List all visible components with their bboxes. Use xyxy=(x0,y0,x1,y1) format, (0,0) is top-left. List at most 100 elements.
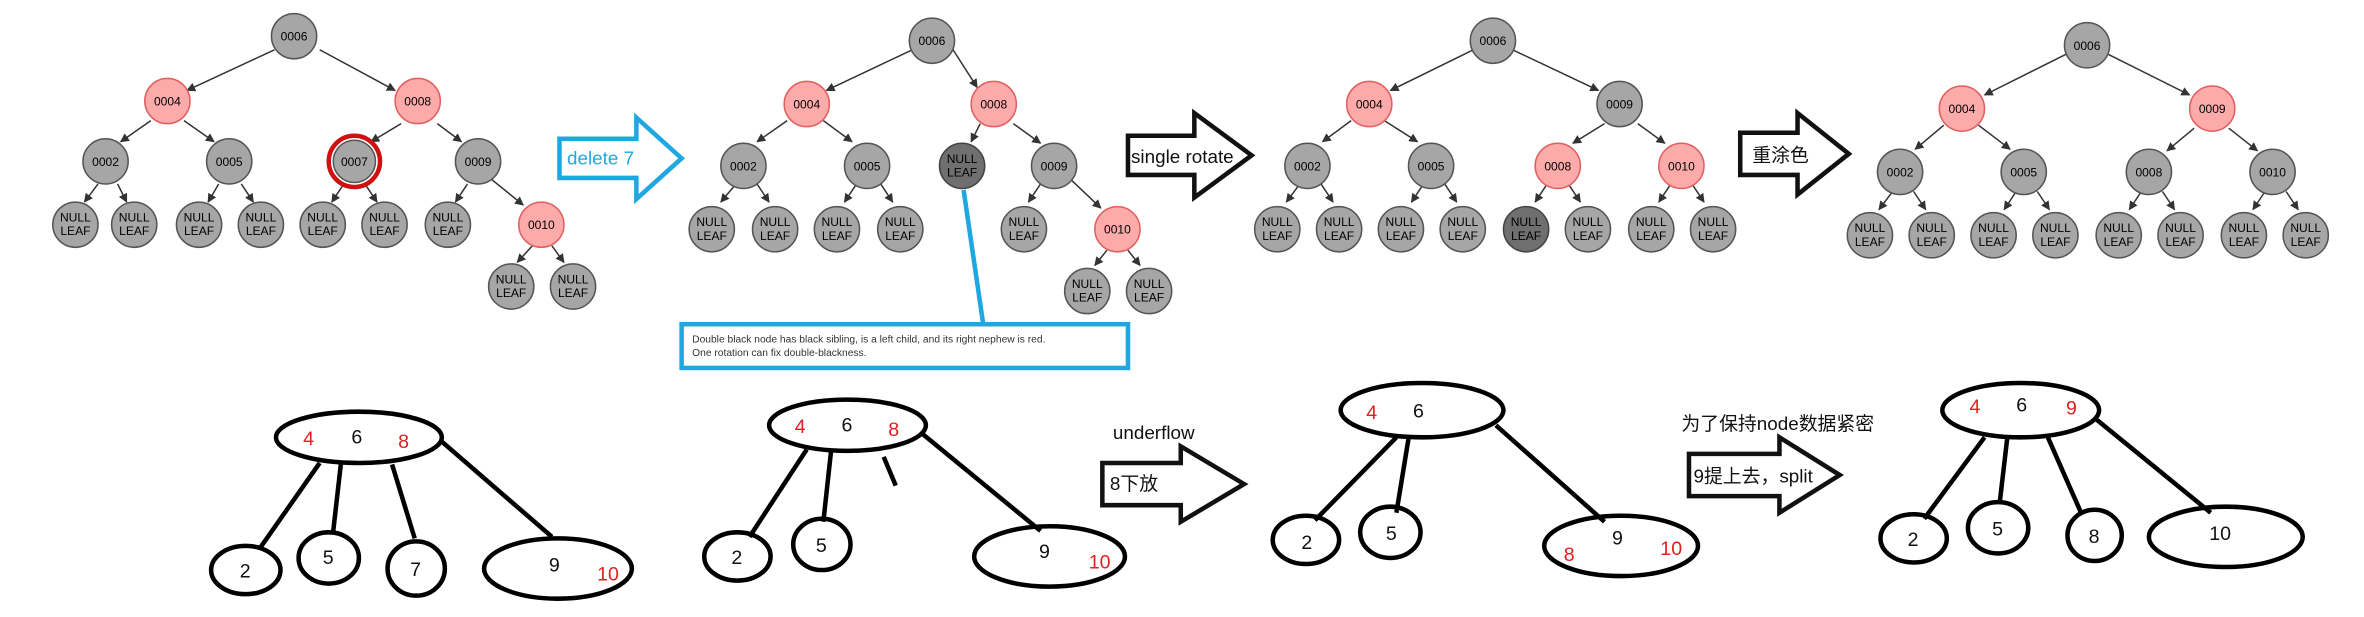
svg-text:0009: 0009 xyxy=(2199,102,2226,116)
svg-text:NULL: NULL xyxy=(2165,221,2196,235)
svg-text:6: 6 xyxy=(351,426,362,448)
node-0005: 0005 xyxy=(205,137,253,185)
node-0005: 0005 xyxy=(2000,148,2048,196)
svg-text:LEAF: LEAF xyxy=(119,224,149,238)
svg-text:NULL: NULL xyxy=(369,211,400,225)
svg-text:9: 9 xyxy=(1612,527,1623,549)
svg-text:8: 8 xyxy=(398,431,409,453)
node-0002: 0002 xyxy=(1284,142,1331,190)
svg-text:NULL: NULL xyxy=(822,215,853,229)
rb-tree-panel-4: 0006 0004 0009 0002 0005 0008 0010 NULLL… xyxy=(1846,21,2330,259)
svg-text:LEAF: LEAF xyxy=(822,229,852,243)
rb-tree-panel-3: 0006 0004 0009 0002 0005 0008 0010 NULLL… xyxy=(1253,17,1737,253)
svg-text:LEAF: LEAF xyxy=(1448,229,1478,243)
svg-text:8: 8 xyxy=(888,419,899,441)
btree-2 xyxy=(701,397,1128,589)
svg-text:NULL: NULL xyxy=(119,211,150,225)
svg-text:NULL: NULL xyxy=(1072,277,1103,291)
svg-text:0006: 0006 xyxy=(281,30,308,44)
double-black-null-leaf: NULL LEAF xyxy=(938,142,986,190)
svg-text:0009: 0009 xyxy=(465,155,492,169)
svg-text:8: 8 xyxy=(2089,526,2100,548)
svg-text:LEAF: LEAF xyxy=(760,229,790,243)
node-0009: 0009 xyxy=(1030,142,1078,190)
node-0007-highlighted: 0007 xyxy=(326,133,383,190)
btree-2-labels: 4 6 8 2 5 9 10 xyxy=(731,414,1110,573)
svg-text:NULL: NULL xyxy=(432,211,463,225)
svg-text:5: 5 xyxy=(323,547,334,569)
svg-text:LEAF: LEAF xyxy=(2040,235,2070,249)
btree-4-labels: 4 6 9 2 5 8 10 xyxy=(1908,395,2231,551)
svg-text:NULL: NULL xyxy=(1916,221,1947,235)
delete-7-arrow: delete 7 xyxy=(557,112,685,205)
merge-down-arrow: 8下放 xyxy=(1100,442,1249,526)
svg-text:0005: 0005 xyxy=(216,155,243,169)
svg-text:4: 4 xyxy=(795,416,806,438)
svg-text:重涂色: 重涂色 xyxy=(1752,144,1809,165)
single-rotate-arrow: single rotate xyxy=(1125,108,1256,203)
node-0004: 0004 xyxy=(783,80,831,128)
svg-text:10: 10 xyxy=(2209,523,2231,545)
svg-text:8下放: 8下放 xyxy=(1110,473,1158,494)
svg-text:0008: 0008 xyxy=(1544,159,1571,173)
svg-text:NULL: NULL xyxy=(558,273,589,287)
svg-text:0008: 0008 xyxy=(980,98,1007,112)
svg-text:NULL: NULL xyxy=(1262,215,1293,229)
svg-text:NULL: NULL xyxy=(1698,215,1729,229)
recolor-arrow: 重涂色 xyxy=(1737,108,1853,200)
svg-text:NULL: NULL xyxy=(696,215,727,229)
svg-text:NULL: NULL xyxy=(947,152,978,166)
svg-text:LEAF: LEAF xyxy=(496,286,526,300)
svg-text:2: 2 xyxy=(1908,529,1919,551)
node-0006: 0006 xyxy=(270,12,318,60)
btree-1-labels: 4 6 8 2 5 7 9 10 xyxy=(240,426,619,585)
svg-text:NULL: NULL xyxy=(885,215,916,229)
svg-text:LEAF: LEAF xyxy=(1386,229,1416,243)
svg-text:LEAF: LEAF xyxy=(1698,229,1728,243)
svg-text:NULL: NULL xyxy=(2228,221,2259,235)
svg-text:LEAF: LEAF xyxy=(558,286,588,300)
node-0006: 0006 xyxy=(2063,21,2111,69)
node-0010: 0010 xyxy=(1094,205,1141,253)
svg-text:NULL: NULL xyxy=(1978,221,2009,235)
svg-text:10: 10 xyxy=(1089,552,1111,574)
svg-text:LEAF: LEAF xyxy=(369,224,399,238)
svg-text:NULL: NULL xyxy=(1573,215,1604,229)
svg-text:0005: 0005 xyxy=(854,159,881,173)
svg-text:LEAF: LEAF xyxy=(1072,291,1102,305)
svg-text:LEAF: LEAF xyxy=(2165,235,2195,249)
svg-text:9: 9 xyxy=(549,555,560,577)
svg-text:9提上去，split: 9提上去，split xyxy=(1693,466,1813,487)
svg-text:LEAF: LEAF xyxy=(1573,229,1603,243)
svg-text:6: 6 xyxy=(841,414,852,436)
node-0004: 0004 xyxy=(1345,80,1393,128)
svg-text:4: 4 xyxy=(1969,396,1980,418)
svg-text:10: 10 xyxy=(597,564,619,586)
node-0006: 0006 xyxy=(1469,17,1517,65)
node-0002: 0002 xyxy=(82,137,129,185)
svg-text:0006: 0006 xyxy=(1480,34,1507,48)
svg-text:LEAF: LEAF xyxy=(184,224,214,238)
node-0010: 0010 xyxy=(517,201,565,249)
svg-text:10: 10 xyxy=(1660,538,1682,560)
node-0005: 0005 xyxy=(1407,142,1455,190)
node-0009: 0009 xyxy=(1596,80,1643,128)
btree-3 xyxy=(1270,380,1701,579)
node-0004: 0004 xyxy=(144,77,191,125)
svg-text:NULL: NULL xyxy=(1855,221,1886,235)
svg-text:0010: 0010 xyxy=(2259,165,2286,179)
node-0005: 0005 xyxy=(843,142,891,190)
svg-text:0004: 0004 xyxy=(793,98,820,112)
svg-text:9: 9 xyxy=(1039,541,1050,563)
svg-text:LEAF: LEAF xyxy=(60,224,90,238)
svg-text:NULL: NULL xyxy=(1134,277,1165,291)
